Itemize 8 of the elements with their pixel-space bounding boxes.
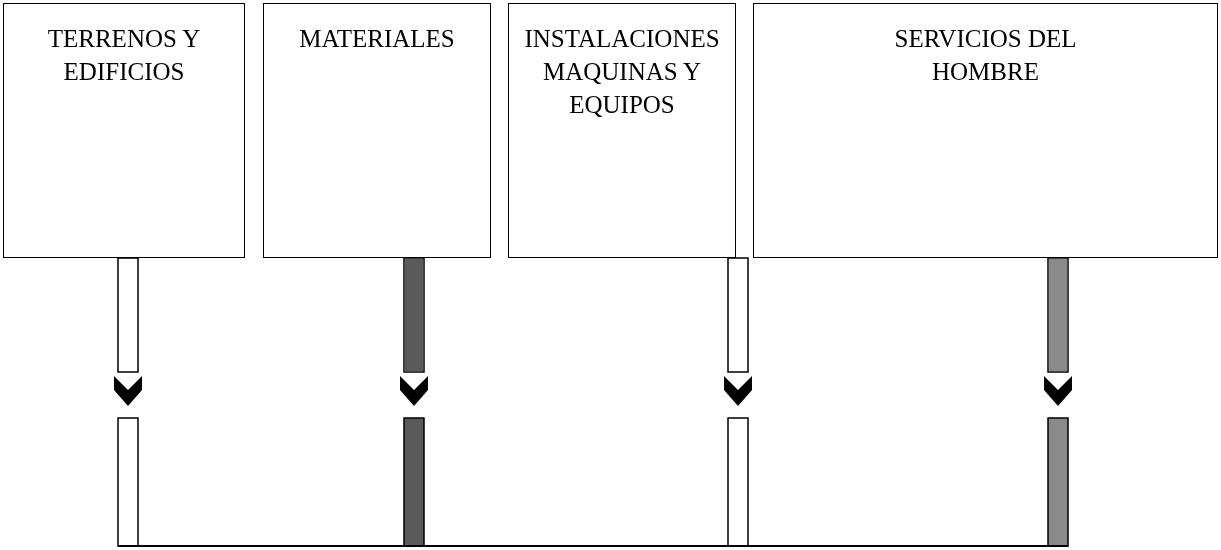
category-box [263,3,491,258]
box-label: SERVICIOS DEL HOMBRE [893,24,1078,87]
category-box [753,3,1218,258]
category-box [3,3,245,258]
box-label: TERRENOS Y EDIFICIOS [46,24,202,87]
box-label: MATERIALES [298,24,456,54]
box-label: INSTALACIONES MAQUINAS Y EQUIPOS [523,24,721,120]
category-box [508,3,736,258]
